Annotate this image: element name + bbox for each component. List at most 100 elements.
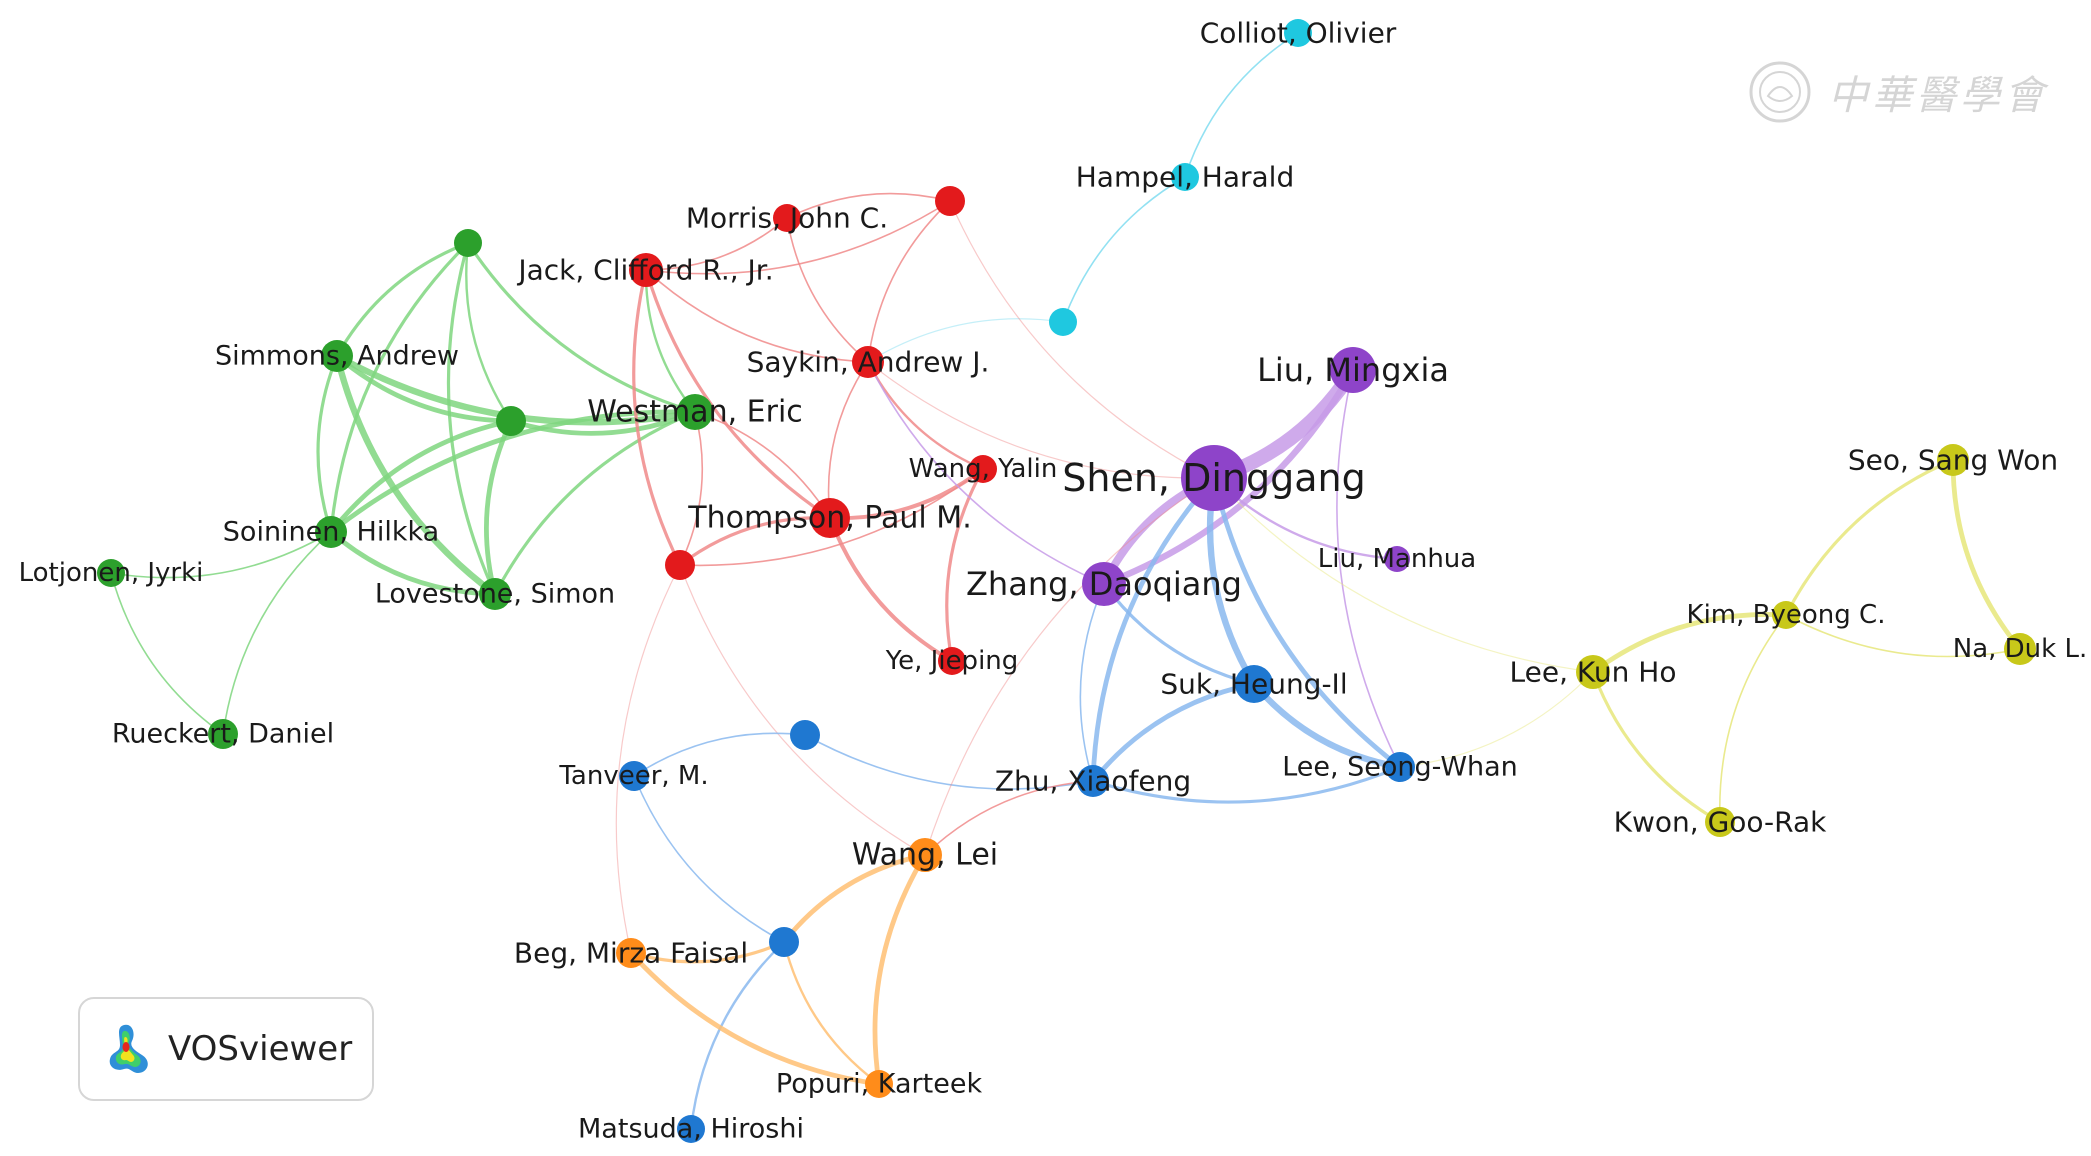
label-jack: Jack, Clifford R., Jr.	[516, 254, 773, 287]
edge-red_top-saykin	[867, 200, 951, 363]
node-red_low[interactable]	[665, 550, 695, 580]
edge-jack-thompson	[644, 269, 831, 520]
label-lee_kh: Lee, Kun Ho	[1510, 656, 1677, 689]
label-lovestone: Lovestone, Simon	[375, 579, 615, 610]
node-tanveer[interactable]	[619, 761, 649, 791]
edge-lotjonen-rueckert	[110, 572, 224, 735]
node-zhu[interactable]	[1077, 765, 1109, 797]
edge-thompson-westman	[694, 411, 831, 519]
edge-green_mid-lovestone	[484, 419, 514, 595]
edge-jack-saykin	[645, 269, 869, 363]
edge-blue_low-popuri	[782, 941, 880, 1085]
label-hampel: Hampel, Harald	[1076, 161, 1295, 194]
label-shen: Shen, Dinggang	[1062, 456, 1365, 500]
edge-red_top-morris	[786, 192, 951, 219]
edge-beg-popuri	[629, 951, 880, 1087]
node-rueckert[interactable]	[208, 719, 238, 749]
edge-green_mid-soininen	[329, 418, 512, 534]
node-hampel[interactable]	[1171, 163, 1199, 191]
node-saykin[interactable]	[852, 346, 884, 378]
edge-red_low-westman	[679, 411, 704, 566]
node-green_mid[interactable]	[496, 406, 526, 436]
edge-thompson-ye	[828, 517, 953, 663]
node-na[interactable]	[2004, 633, 2036, 665]
edge-zhu-lee_sw	[1092, 765, 1401, 804]
edge-liu_mingxia-lee_sw	[1336, 369, 1401, 768]
edge-red_top-shen	[949, 200, 1215, 479]
node-red_top[interactable]	[935, 186, 965, 216]
edge-soininen-lovestone	[329, 530, 496, 597]
edge-colliot-hampel	[1184, 32, 1299, 178]
edge-kim-kwon	[1718, 614, 1787, 823]
node-thompson[interactable]	[810, 498, 850, 538]
edge-shen-zhu	[1090, 476, 1216, 782]
edge-zhang-zhu	[1079, 583, 1105, 782]
edge-seo-na	[1950, 459, 2022, 651]
node-morris[interactable]	[773, 204, 801, 232]
node-blue_top[interactable]	[790, 720, 820, 750]
edge-soininen-rueckert	[222, 531, 332, 735]
node-matsuda[interactable]	[677, 1115, 705, 1143]
node-popuri[interactable]	[865, 1070, 893, 1098]
node-blue_low[interactable]	[769, 927, 799, 957]
node-westman[interactable]	[677, 394, 713, 430]
label-westman: Westman, Eric	[587, 395, 803, 430]
label-seo: Seo, Sang Won	[1848, 444, 2058, 477]
node-soininen[interactable]	[315, 516, 347, 548]
label-zhu: Zhu, Xiaofeng	[995, 765, 1191, 798]
node-cyan3[interactable]	[1049, 308, 1077, 336]
label-lee_sw: Lee, Seong-Whan	[1282, 752, 1518, 783]
label-liu_manhua: Liu, Manhua	[1318, 544, 1476, 574]
label-morris: Morris, John C.	[686, 202, 888, 235]
node-liu_manhua[interactable]	[1384, 546, 1410, 572]
node-lee_kh[interactable]	[1576, 655, 1610, 689]
edge-suk-lee_sw	[1251, 681, 1401, 771]
node-suk[interactable]	[1235, 665, 1273, 703]
edge-green_top-lovestone	[446, 242, 497, 595]
edge-saykin-zhang	[867, 361, 1105, 585]
edge-green_top-westman	[466, 242, 696, 414]
edge-lotjonen-soininen	[110, 531, 332, 579]
node-kwon[interactable]	[1705, 807, 1735, 837]
edge-westman-soininen	[329, 409, 696, 534]
edge-cyan3-saykin	[867, 318, 1064, 363]
label-lotjonen: Lotjonen, Jyrki	[19, 558, 204, 588]
node-lovestone[interactable]	[479, 578, 511, 610]
node-kim[interactable]	[1772, 601, 1800, 629]
node-green_top[interactable]	[454, 229, 482, 257]
node-simmons[interactable]	[321, 340, 353, 372]
node-lee_sw[interactable]	[1385, 752, 1415, 782]
watermark-text: 中華醫學會	[1828, 73, 2048, 119]
node-liu_mingxia[interactable]	[1330, 347, 1376, 393]
label-matsuda: Matsuda, Hiroshi	[578, 1114, 804, 1145]
edge-lee_sw-lee_kh	[1399, 671, 1594, 768]
vosviewer-icon	[109, 1024, 148, 1073]
label-kim: Kim, Byeong C.	[1687, 600, 1886, 630]
edge-beg-blue_low	[630, 940, 785, 964]
node-beg[interactable]	[616, 938, 646, 968]
node-lotjonen[interactable]	[97, 559, 125, 587]
node-wang_lei[interactable]	[908, 838, 942, 872]
edge-saykin-thompson	[827, 361, 869, 519]
edge-suk-zhu	[1091, 681, 1255, 783]
edge-simmons-green_mid	[335, 354, 512, 424]
edge-red_low-wang_lei	[679, 564, 926, 856]
node-wang_yalin[interactable]	[969, 455, 997, 483]
edge-red_low-wang_yalin	[679, 468, 984, 567]
node-colliot[interactable]	[1284, 19, 1312, 47]
edge-lee_kh-kwon	[1591, 671, 1721, 824]
edge-hampel-cyan3	[1062, 176, 1186, 323]
node-jack[interactable]	[629, 253, 663, 287]
node-zhang[interactable]	[1082, 562, 1126, 606]
label-colliot: Colliot, Olivier	[1200, 17, 1397, 50]
edge-jack-westman	[644, 269, 696, 413]
edge-shen-lee_sw	[1211, 477, 1402, 769]
node-shen[interactable]	[1181, 445, 1247, 511]
edge-green_top-green_mid	[465, 242, 513, 422]
label-liu_mingxia: Liu, Mingxia	[1257, 351, 1449, 389]
label-simmons: Simmons, Andrew	[215, 341, 459, 372]
node-ye[interactable]	[938, 647, 966, 675]
edge-wang_yalin-ye	[945, 468, 985, 662]
node-seo[interactable]	[1937, 444, 1969, 476]
